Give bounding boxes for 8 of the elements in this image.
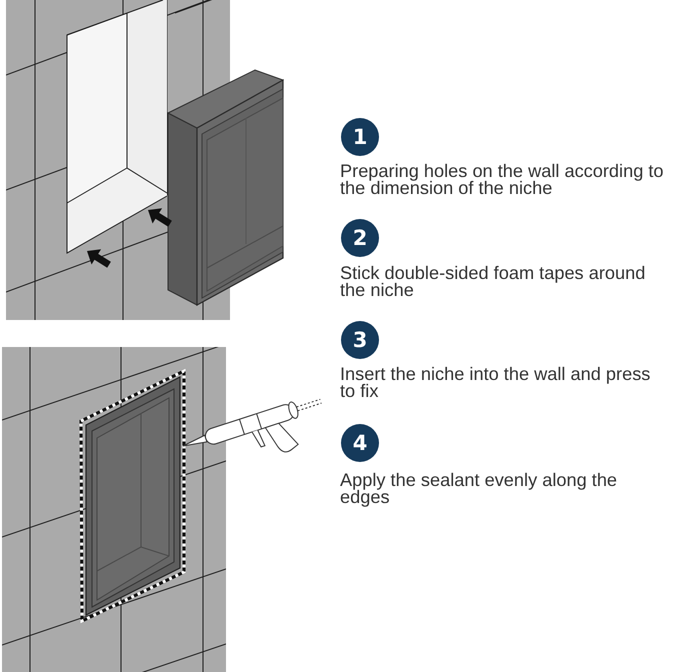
step-number-circle: 2 <box>341 219 379 257</box>
step-instruction: Preparing holes on the wall according to the dimension of the niche <box>340 163 665 197</box>
step-number-circle: 3 <box>341 321 379 359</box>
step-instruction: Apply the sealant evenly along the edges <box>340 472 618 506</box>
step-number-circle: 1 <box>341 118 379 156</box>
step-number-circle: 4 <box>341 424 379 462</box>
step-instruction: Stick double-sided foam tapes around the niche <box>340 265 646 299</box>
step-instruction: Insert the niche into the wall and press to fix <box>340 366 652 400</box>
